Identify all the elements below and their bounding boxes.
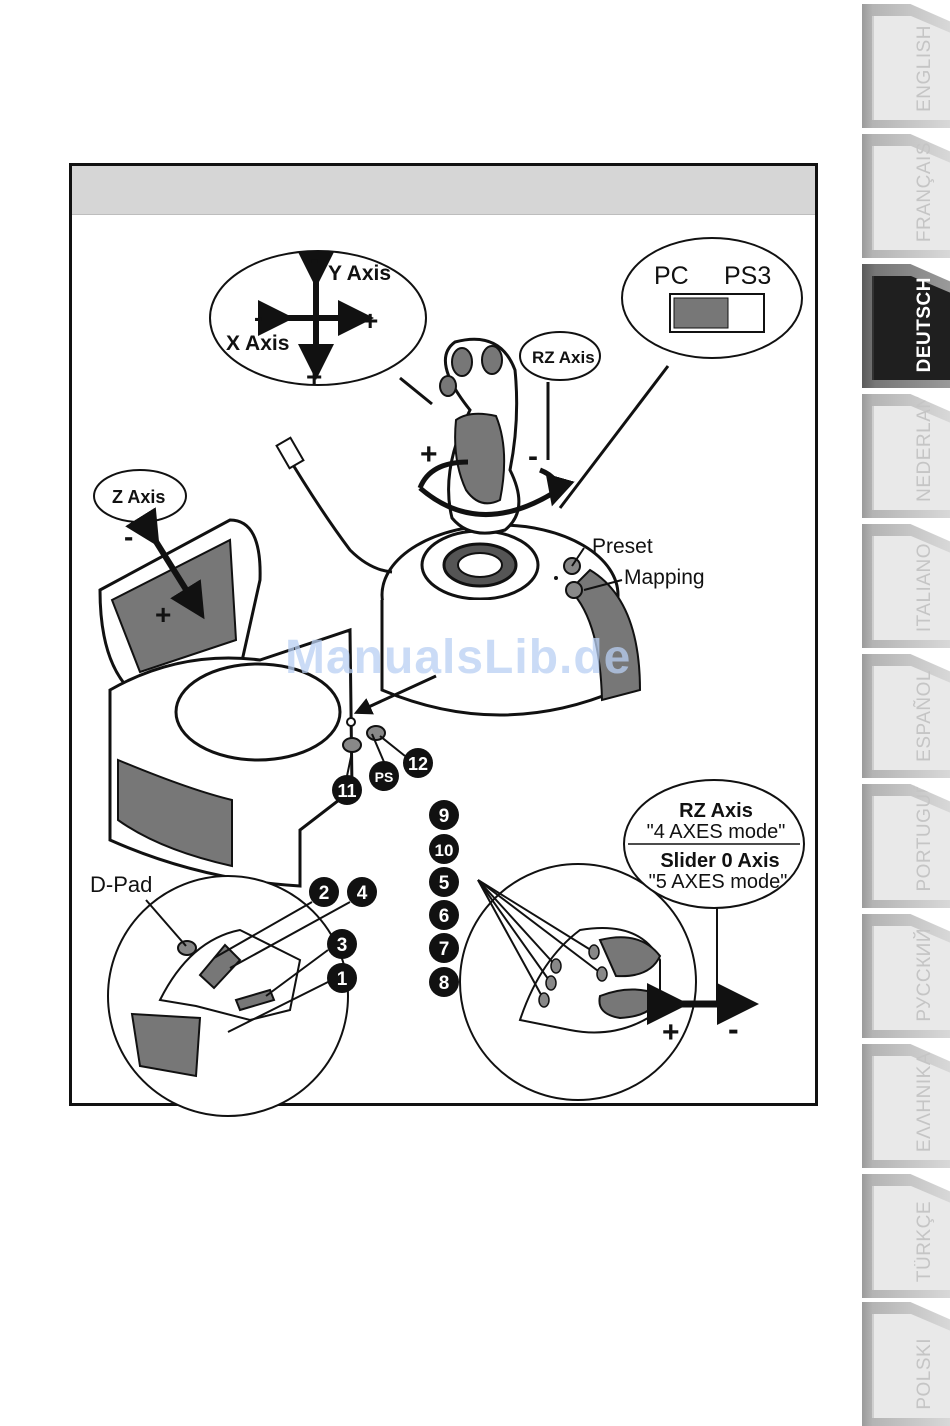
five-axes-mode-note: "5 AXES mode" xyxy=(649,871,788,893)
x-axis-label: X Axis xyxy=(226,332,289,355)
slider-axis-label: Slider 0 Axis xyxy=(660,850,779,872)
ps3-label: PS3 xyxy=(724,262,771,290)
y-minus-sign: - xyxy=(310,244,319,274)
z-plus-sign: + xyxy=(155,599,171,630)
button-7-number: 7 xyxy=(439,939,450,960)
tab-espanol[interactable]: ESPAÑOL xyxy=(862,654,950,778)
button-4-number: 4 xyxy=(357,883,368,904)
tab-turkce-label: TÜRKÇE xyxy=(914,1201,936,1282)
z-minus-sign: - xyxy=(124,521,133,552)
ps-button-label: PS xyxy=(375,769,394,785)
slider-minus-sign: - xyxy=(728,1011,739,1047)
tab-portugues[interactable]: PORTUGUÊS xyxy=(862,784,950,908)
language-tab-strip: ENGLISH FRANÇAIS DEUTSCH NEDERLANDS ITAL… xyxy=(862,0,950,1425)
button-2-number: 2 xyxy=(319,883,330,904)
y-axis-label: Y Axis xyxy=(328,262,391,285)
tab-francais-label: FRANÇAIS xyxy=(914,142,936,242)
x-minus-sign: - xyxy=(254,302,263,332)
rz-minus-sign: - xyxy=(528,440,538,473)
tab-nederlands[interactable]: NEDERLANDS xyxy=(862,394,950,518)
preset-label: Preset xyxy=(592,535,653,558)
tab-deutsch[interactable]: DEUTSCH xyxy=(862,264,950,388)
tab-greek-label: ΕΛΛΗΝΙΚΑ xyxy=(914,1052,936,1152)
tab-deutsch-label: DEUTSCH xyxy=(914,277,936,372)
button-9-number: 9 xyxy=(439,806,450,827)
button-12-number: 12 xyxy=(408,754,428,774)
tab-english-label: ENGLISH xyxy=(914,25,936,112)
watermark-text: ManualsLib.de xyxy=(285,630,631,685)
x-plus-sign: + xyxy=(362,305,378,336)
button-3-number: 3 xyxy=(337,935,348,956)
tab-russian-label: РУССКИЙ xyxy=(914,928,936,1022)
tab-espanol-label: ESPAÑOL xyxy=(914,670,936,762)
tab-polski[interactable]: POLSKI xyxy=(862,1302,950,1426)
tab-portugues-label: PORTUGUÊS xyxy=(914,767,936,892)
mapping-label: Mapping xyxy=(624,566,705,589)
tab-italiano-label: ITALIANO xyxy=(914,543,936,632)
button-5-number: 5 xyxy=(439,873,450,894)
z-axis-label: Z Axis xyxy=(112,487,165,507)
button-8-number: 8 xyxy=(439,973,450,994)
rz-plus-sign: + xyxy=(420,438,438,471)
pc-label: PC xyxy=(654,262,689,290)
slider-plus-sign: + xyxy=(662,1016,680,1049)
tab-greek[interactable]: ΕΛΛΗΝΙΚΑ xyxy=(862,1044,950,1168)
four-axes-mode-note: "4 AXES mode" xyxy=(647,821,786,843)
tab-francais[interactable]: FRANÇAIS xyxy=(862,134,950,258)
tab-english[interactable]: ENGLISH xyxy=(862,4,950,128)
rz-axis-label: RZ Axis xyxy=(532,348,595,367)
button-number-column: 9 10 5 6 7 8 xyxy=(429,800,459,997)
tab-turkce[interactable]: TÜRKÇE xyxy=(862,1174,950,1298)
button-10-number: 10 xyxy=(435,841,454,860)
button-1-number: 1 xyxy=(337,969,348,990)
rz-axis-mode-label: RZ Axis xyxy=(679,800,753,822)
tab-russian[interactable]: РУССКИЙ xyxy=(862,914,950,1038)
tab-polski-label: POLSKI xyxy=(914,1338,936,1410)
dpad-label: D-Pad xyxy=(90,872,152,897)
button-6-number: 6 xyxy=(439,906,450,927)
tab-italiano[interactable]: ITALIANO xyxy=(862,524,950,648)
button-11-number: 11 xyxy=(337,781,356,801)
y-plus-sign: + xyxy=(306,361,322,392)
